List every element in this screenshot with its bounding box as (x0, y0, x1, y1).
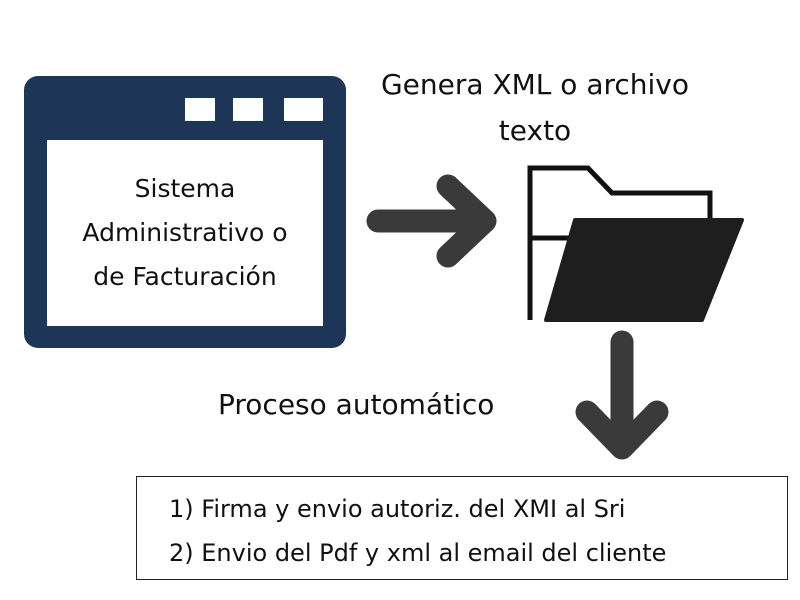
output-label-line: texto (498, 114, 572, 147)
window-button-icon (284, 98, 323, 121)
output-label-line: Genera XML o archivo (380, 68, 689, 101)
step-item: 2) Envio del Pdf y xml al email del clie… (169, 539, 667, 567)
process-label: Proceso automático (218, 388, 495, 421)
step-item: 1) Firma y envio autoriz. del XMI al Sri (169, 495, 626, 523)
output-label: Genera XML o archivo texto (355, 62, 715, 154)
system-label-line: Administrativo o (82, 218, 288, 247)
system-label: Sistema Administrativo o de Facturación (47, 140, 323, 326)
steps-box: 1) Firma y envio autoriz. del XMI al Sri… (136, 476, 788, 580)
arrow-right-icon (366, 174, 497, 268)
window-button-icon (233, 98, 263, 121)
system-label-line: Sistema (134, 174, 236, 203)
arrow-down-icon (575, 330, 669, 460)
folder-icon (527, 165, 744, 322)
system-label-line: de Facturación (93, 262, 277, 291)
window-button-icon (185, 98, 215, 121)
application-window-icon: Sistema Administrativo o de Facturación (24, 76, 346, 348)
